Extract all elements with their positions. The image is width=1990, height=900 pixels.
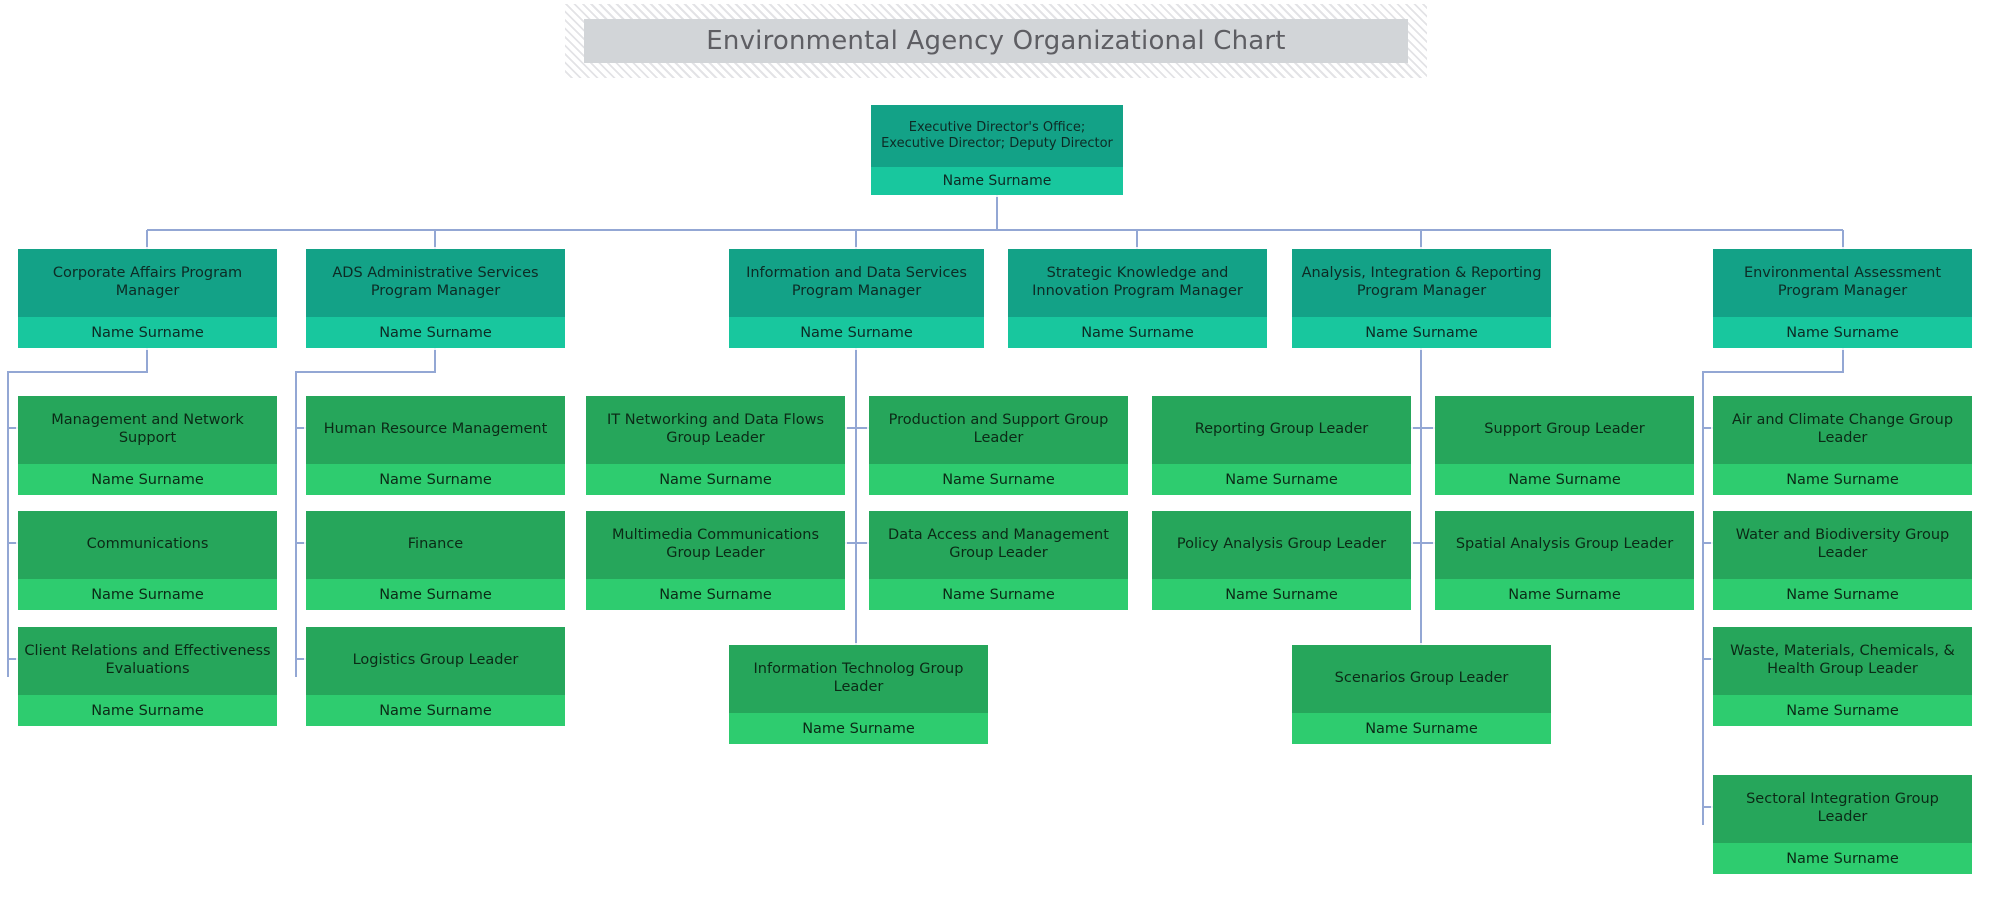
org-node-title: Information Technolog Group Leader [729, 645, 988, 713]
org-node-information-data-services[interactable]: Information and Data Services Program Ma… [729, 249, 984, 348]
org-node-person: Name Surname [1713, 464, 1972, 495]
org-node-title: Executive Director's Office; Executive D… [871, 105, 1123, 167]
org-node-person: Name Surname [1292, 317, 1551, 348]
org-node-title: Spatial Analysis Group Leader [1435, 511, 1694, 579]
org-node-title: Communications [18, 511, 277, 579]
chart-title-box: Environmental Agency Organizational Char… [584, 19, 1408, 63]
org-node-title: Human Resource Management [306, 396, 565, 464]
org-node-title: Data Access and Management Group Leader [869, 511, 1128, 579]
org-node-person: Name Surname [1713, 695, 1972, 726]
org-node-person: Name Surname [1435, 579, 1694, 610]
org-node-title: Air and Climate Change Group Leader [1713, 396, 1972, 464]
org-node-title: Reporting Group Leader [1152, 396, 1411, 464]
org-node-title: Water and Biodiversity Group Leader [1713, 511, 1972, 579]
org-node-root[interactable]: Executive Director's Office; Executive D… [871, 105, 1123, 195]
org-node-title: Multimedia Communications Group Leader [586, 511, 845, 579]
org-node-person: Name Surname [871, 167, 1123, 195]
org-node-person: Name Surname [306, 464, 565, 495]
org-node-person: Name Surname [1713, 579, 1972, 610]
org-node-person: Name Surname [869, 464, 1128, 495]
org-node-title: Policy Analysis Group Leader [1152, 511, 1411, 579]
org-node-title: Strategic Knowledge and Innovation Progr… [1008, 249, 1267, 317]
org-node-person: Name Surname [306, 317, 565, 348]
org-node-analysis-integration-reporting[interactable]: Analysis, Integration & Reporting Progra… [1292, 249, 1551, 348]
org-node-person: Name Surname [1152, 464, 1411, 495]
org-node-title: Management and Network Support [18, 396, 277, 464]
org-node-title: Client Relations and Effectiveness Evalu… [18, 627, 277, 695]
org-node-client-relations[interactable]: Client Relations and Effectiveness Evalu… [18, 627, 277, 726]
org-node-title: Logistics Group Leader [306, 627, 565, 695]
org-node-person: Name Surname [18, 695, 277, 726]
org-node-title: Environmental Assessment Program Manager [1713, 249, 1972, 317]
org-node-title: IT Networking and Data Flows Group Leade… [586, 396, 845, 464]
connector-path [295, 348, 436, 677]
org-node-person: Name Surname [1713, 317, 1972, 348]
org-node-title: Corporate Affairs Program Manager [18, 249, 277, 317]
connector-path [7, 348, 148, 677]
org-node-strategic-knowledge-innovation[interactable]: Strategic Knowledge and Innovation Progr… [1008, 249, 1267, 348]
org-node-person: Name Surname [729, 317, 984, 348]
org-node-person: Name Surname [1713, 843, 1972, 874]
org-node-person: Name Surname [729, 713, 988, 744]
connector-path [1702, 348, 1844, 825]
org-node-title: Support Group Leader [1435, 396, 1694, 464]
page-title: Environmental Agency Organizational Char… [706, 26, 1286, 56]
org-node-person: Name Surname [586, 464, 845, 495]
org-node-title: ADS Administrative Services Program Mana… [306, 249, 565, 317]
org-node-person: Name Surname [18, 464, 277, 495]
org-node-title: Finance [306, 511, 565, 579]
org-node-title: Waste, Materials, Chemicals, & Health Gr… [1713, 627, 1972, 695]
org-node-title: Information and Data Services Program Ma… [729, 249, 984, 317]
org-node-person: Name Surname [18, 317, 277, 348]
org-node-title: Production and Support Group Leader [869, 396, 1128, 464]
org-node-environmental-assessment[interactable]: Environmental Assessment Program Manager… [1713, 249, 1972, 348]
org-node-person: Name Surname [1435, 464, 1694, 495]
org-node-person: Name Surname [1292, 713, 1551, 744]
org-node-title: Scenarios Group Leader [1292, 645, 1551, 713]
org-node-ads-administrative-services[interactable]: ADS Administrative Services Program Mana… [306, 249, 565, 348]
org-node-person: Name Surname [306, 579, 565, 610]
org-node-person: Name Surname [18, 579, 277, 610]
org-node-person: Name Surname [586, 579, 845, 610]
org-node-person: Name Surname [869, 579, 1128, 610]
org-node-title: Sectoral Integration Group Leader [1713, 775, 1972, 843]
org-node-person: Name Surname [306, 695, 565, 726]
org-node-it-networking-data-flows[interactable]: IT Networking and Data Flows Group Leade… [586, 396, 845, 495]
org-node-title: Analysis, Integration & Reporting Progra… [1292, 249, 1551, 317]
org-node-person: Name Surname [1008, 317, 1267, 348]
org-node-waste-materials-chemicals-health[interactable]: Waste, Materials, Chemicals, & Health Gr… [1713, 627, 1972, 726]
org-node-person: Name Surname [1152, 579, 1411, 610]
